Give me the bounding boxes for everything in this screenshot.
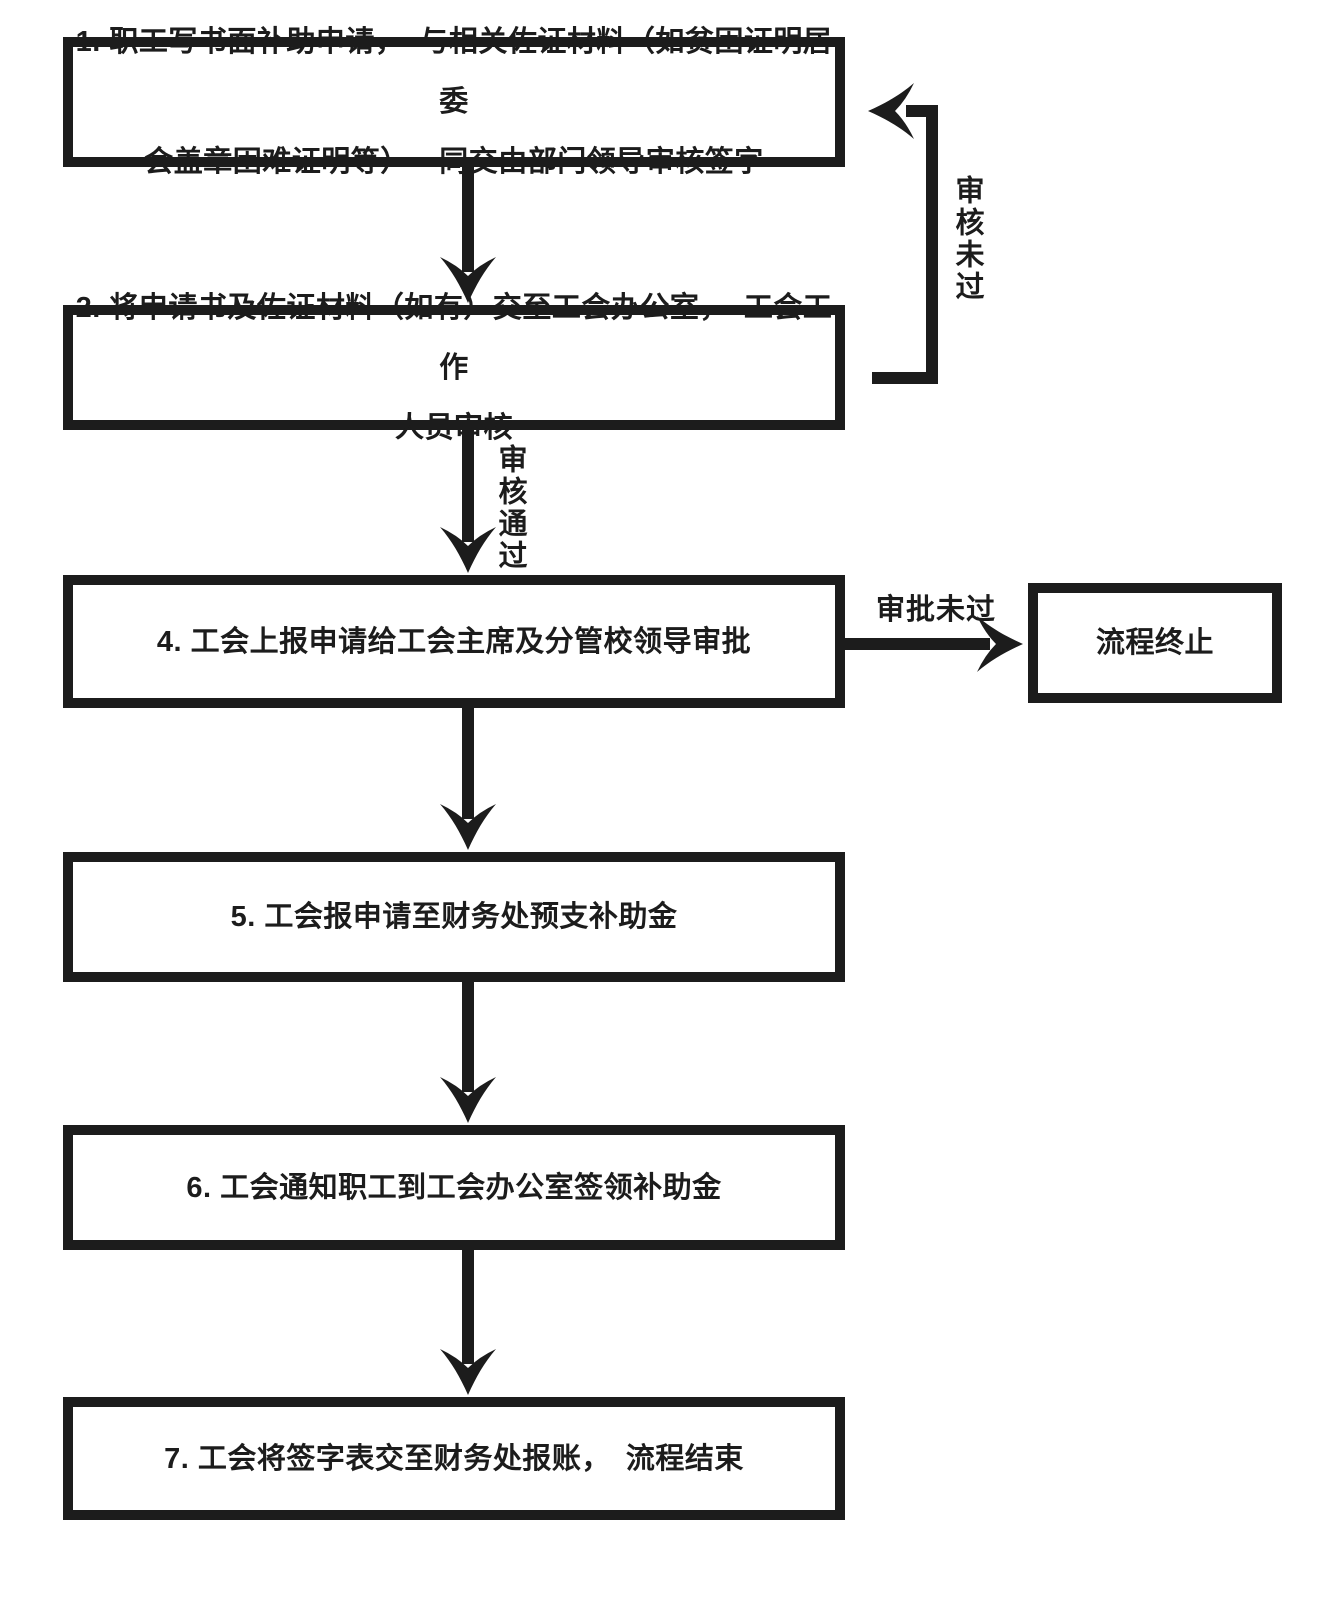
approve-fail-label: 审批未过	[876, 594, 997, 626]
arrowhead-into-step5	[440, 804, 496, 850]
arrowhead-into-step4	[440, 527, 496, 573]
step-7-box: 7. 工会将签字表交至财务处报账， 流程结束	[63, 1397, 845, 1520]
loop-stem-step2-to-step1	[872, 105, 938, 384]
step-7-text: 7. 工会将签字表交至财务处报账， 流程结束	[164, 1442, 744, 1475]
arrowhead-loop-into-step1	[868, 83, 914, 139]
step-5-text: 5. 工会报申请至财务处预支补助金	[230, 901, 678, 933]
terminal-box: 流程终止	[1028, 583, 1282, 703]
step-4-text: 4. 工会上报申请给工会主席及分管校领导审批	[156, 625, 752, 658]
review-pass-label: 审核通过	[494, 444, 526, 572]
review-fail-label: 审核未过	[951, 175, 983, 303]
step-2-text: 2. 将申请书及佐证材料（如有）交至工会办公室， 工会工作 人员审核	[75, 291, 833, 444]
step-5-box: 5. 工会报申请至财务处预支补助金	[63, 852, 845, 982]
step-6-box: 6. 工会通知职工到工会办公室签领补助金	[63, 1125, 845, 1250]
arrowhead-into-step7	[440, 1349, 496, 1395]
step-1-text: 1. 职工写书面补助申请， 与相关佐证材料（如贫困证明居委 会盖章困难证明等）一…	[75, 26, 833, 178]
step-2-box: 2. 将申请书及佐证材料（如有）交至工会办公室， 工会工作 人员审核	[63, 292, 845, 444]
step-1-box: 1. 职工写书面补助申请， 与相关佐证材料（如贫困证明居委 会盖章困难证明等）一…	[63, 26, 845, 178]
arrowhead-into-step6	[440, 1077, 496, 1123]
terminal-text: 流程终止	[1095, 627, 1214, 659]
step-6-text: 6. 工会通知职工到工会办公室签领补助金	[186, 1171, 722, 1204]
step-4-box: 4. 工会上报申请给工会主席及分管校领导审批	[63, 575, 845, 708]
